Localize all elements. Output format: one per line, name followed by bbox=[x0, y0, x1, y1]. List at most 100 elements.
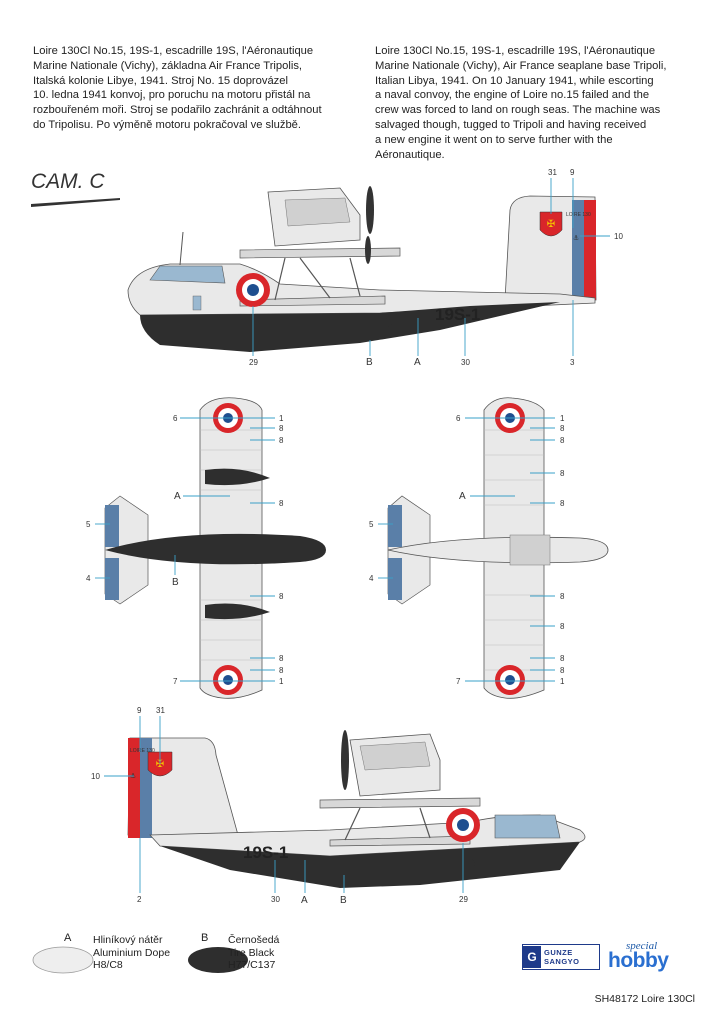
callout-31: 31 bbox=[156, 706, 165, 715]
callout-31: 31 bbox=[548, 168, 557, 177]
callout-1: 1 bbox=[560, 414, 565, 423]
gunze-line2: SANGYO bbox=[544, 957, 580, 966]
desc-line: Aéronautique. bbox=[375, 148, 445, 161]
desc-line: salvaged though, tugged to Tripoli and h… bbox=[375, 118, 647, 131]
legend-A-en: Aluminium Dope bbox=[93, 946, 171, 959]
hull-underside bbox=[105, 533, 326, 565]
special-hobby-logo: special hobby bbox=[606, 940, 676, 972]
legend-A-cz: Hliníkový nátěr bbox=[93, 934, 163, 946]
callout-1: 1 bbox=[279, 677, 284, 686]
gunze-mark-icon: G bbox=[523, 946, 541, 968]
wing-float bbox=[255, 318, 393, 330]
callout-4: 4 bbox=[369, 574, 374, 583]
desc-line: do Tripolisu. Po výměně motoru pokračova… bbox=[33, 118, 302, 131]
desc-line: Loire 130Cl No.15, 19S-1, escadrille 19S… bbox=[33, 45, 314, 57]
desc-line: Italská kolonie Libye, 1941. Stroj No. 1… bbox=[33, 74, 288, 87]
float-left bbox=[205, 468, 270, 486]
callout-B: B bbox=[340, 895, 347, 906]
callout-8: 8 bbox=[560, 592, 565, 601]
lower-wing bbox=[239, 295, 386, 307]
fin-text: LOIRE 130 bbox=[130, 748, 155, 754]
callout-30: 30 bbox=[461, 358, 470, 367]
aircraft-code: 19S-1 bbox=[435, 305, 480, 324]
legend-B-cz: Černošedá bbox=[228, 934, 280, 946]
plan-underside bbox=[104, 397, 326, 699]
legend-A-code: H8/C8 bbox=[93, 959, 123, 971]
footer-code: SH48172 Loire 130Cl bbox=[594, 993, 695, 1005]
callout-8: 8 bbox=[560, 424, 565, 433]
callout-29: 29 bbox=[459, 895, 468, 904]
side-view-left: ✠ LOIRE 130 ⚓ 19S-1 31 9 10 29 bbox=[127, 168, 623, 368]
cross-icon: ✠ bbox=[547, 219, 555, 230]
callout-A: A bbox=[414, 357, 421, 368]
callout-8: 8 bbox=[279, 654, 284, 663]
desc-line: Marine Nationale (Vichy), Air France sea… bbox=[375, 59, 667, 72]
legend-B-en: Tire Black bbox=[228, 946, 275, 959]
scheme-title: CAM. C bbox=[31, 170, 105, 193]
desc-line: rozbouřeném moři. Stroj se podařilo zach… bbox=[33, 104, 322, 117]
callout-9: 9 bbox=[570, 168, 575, 177]
special-word: special bbox=[626, 940, 658, 952]
legend-B-text: Černošedá Tire Black H77/C137 bbox=[228, 934, 279, 972]
propeller bbox=[366, 186, 374, 234]
float-right bbox=[205, 603, 270, 620]
desc-line: Italian Libya, 1941. On 10 January 1941,… bbox=[375, 74, 654, 87]
callout-10: 10 bbox=[614, 232, 623, 241]
description-english: Loire 130Cl No.15, 19S-1, escadrille 19S… bbox=[375, 44, 693, 162]
swatch-tire-black bbox=[188, 947, 248, 973]
callout-8: 8 bbox=[560, 436, 565, 445]
callout-8: 8 bbox=[560, 499, 565, 508]
rudder-red-stripe bbox=[584, 200, 596, 300]
callout-8: 8 bbox=[279, 592, 284, 601]
callout-30: 30 bbox=[271, 895, 280, 904]
callout-8: 8 bbox=[560, 666, 565, 675]
anchor-icon: ⚓ bbox=[573, 234, 579, 242]
callout-B: B bbox=[172, 577, 179, 588]
swatch-aluminium bbox=[32, 946, 94, 974]
callout-5: 5 bbox=[86, 520, 91, 529]
callout-A: A bbox=[459, 491, 466, 502]
gunze-sangyo-logo: G GUNZE SANGYO bbox=[522, 944, 600, 970]
callout-8: 8 bbox=[560, 654, 565, 663]
hobby-word: hobby bbox=[608, 949, 669, 972]
rudder-blue-stripe bbox=[572, 200, 584, 300]
callout-2: 2 bbox=[137, 895, 142, 904]
callout-10: 10 bbox=[91, 772, 100, 781]
callout-1: 1 bbox=[279, 414, 284, 423]
callout-4: 4 bbox=[86, 574, 91, 583]
desc-line: Loire 130Cl No.15, 19S-1, escadrille 19S… bbox=[375, 45, 656, 57]
callout-A: A bbox=[174, 491, 181, 502]
legend-A-text: Hliníkový nátěr Aluminium Dope H8/C8 bbox=[93, 934, 170, 972]
description-czech: Loire 130Cl No.15, 19S-1, escadrille 19S… bbox=[33, 44, 348, 133]
callout-A: A bbox=[301, 895, 308, 906]
callout-8: 8 bbox=[279, 436, 284, 445]
side-view-right: ✠ LOIRE 130 ⚓ 19S-1 9 31 10 2 30 A B 29 bbox=[91, 706, 586, 906]
callout-B: B bbox=[366, 357, 373, 368]
upper-wing bbox=[239, 247, 401, 259]
desc-line: crew was forced to land on rough seas. T… bbox=[375, 104, 661, 117]
cockpit-glazing bbox=[149, 265, 226, 284]
callout-8: 8 bbox=[560, 622, 565, 631]
gunze-line1: GUNZE bbox=[544, 948, 573, 957]
desc-line: Marine Nationale (Vichy), základna Air F… bbox=[33, 59, 303, 72]
callout-3: 3 bbox=[570, 358, 575, 367]
callout-5: 5 bbox=[369, 520, 374, 529]
plan-views: 6 1 8 8 A 8 5 B 4 8 8 8 7 1 6 1 8 bbox=[86, 397, 609, 699]
legend-letter-A: A bbox=[64, 932, 72, 944]
callout-7: 7 bbox=[456, 677, 461, 686]
scheme-title-underline bbox=[31, 198, 120, 207]
callout-29: 29 bbox=[249, 358, 258, 367]
cross-icon: ✠ bbox=[156, 759, 164, 770]
legend-letter-B: B bbox=[201, 932, 209, 944]
desc-line: a naval convoy, the engine of Loire no.1… bbox=[375, 89, 650, 102]
aircraft-code: 19S-1 bbox=[243, 843, 288, 862]
callout-6: 6 bbox=[456, 414, 461, 423]
fin-emblem bbox=[539, 211, 563, 237]
callout-8: 8 bbox=[279, 499, 284, 508]
legend-B-code: H77/C137 bbox=[228, 959, 276, 971]
callout-8: 8 bbox=[560, 469, 565, 478]
callout-7: 7 bbox=[173, 677, 178, 686]
desc-line: 10. ledna 1941 konvoj, pro poruchu na mo… bbox=[33, 89, 311, 102]
callout-8: 8 bbox=[279, 666, 284, 675]
